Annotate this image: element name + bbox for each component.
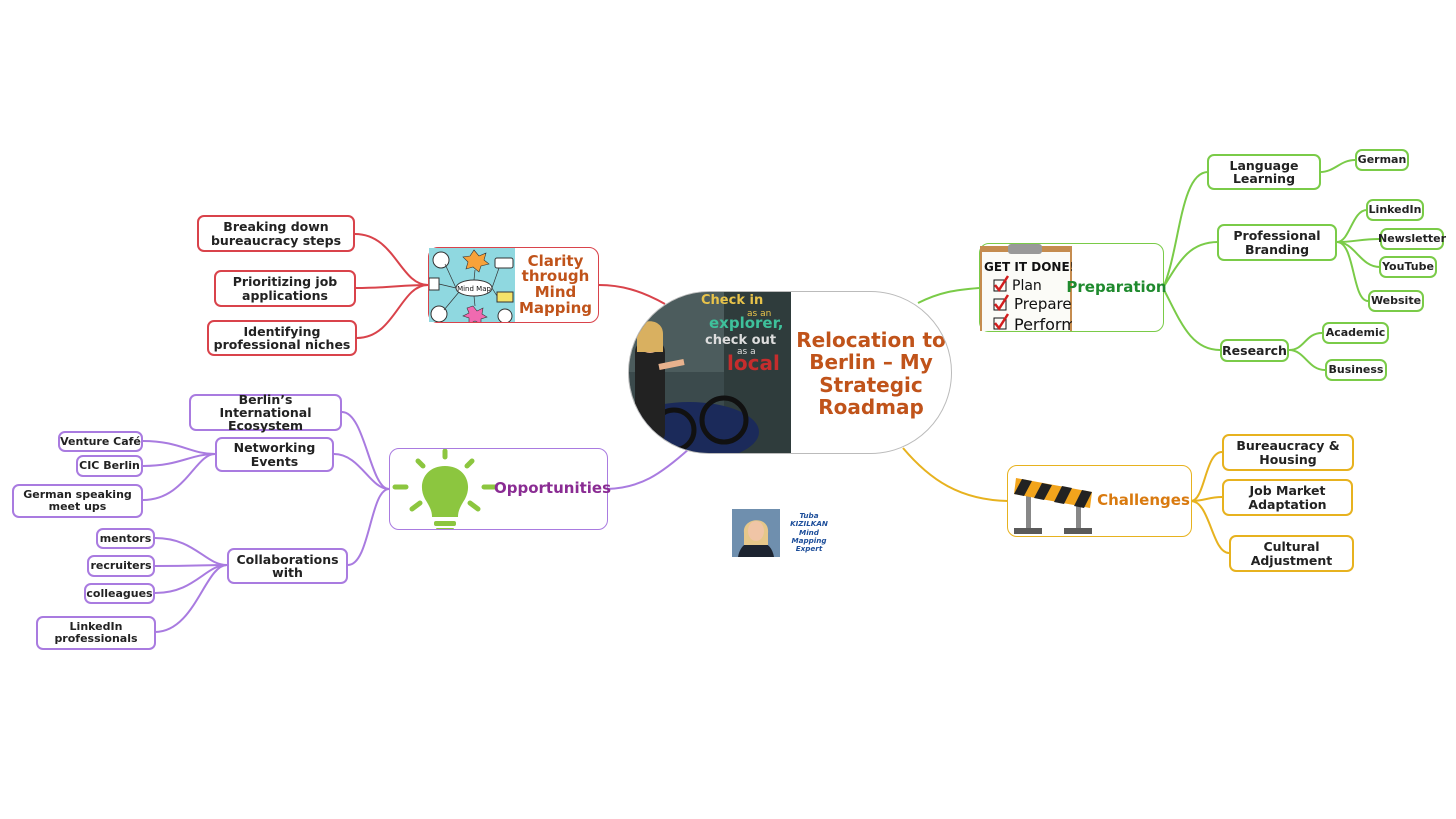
clarity-item[interactable]: Prioritizing job applications xyxy=(214,270,356,307)
recruiters-node[interactable]: recruiters xyxy=(87,555,155,577)
professional-branding-node[interactable]: Professional Branding xyxy=(1217,224,1337,261)
checklist-item: Prepare xyxy=(1014,295,1072,313)
business-node[interactable]: Business xyxy=(1325,359,1387,381)
research-node[interactable]: Research xyxy=(1220,339,1289,362)
photo-text-1: Check in xyxy=(701,293,763,308)
venture-cafe-node[interactable]: Venture Café xyxy=(58,431,143,452)
branch-preparation[interactable]: GET IT DONE! Plan Prepare Perform Prepar… xyxy=(979,243,1167,332)
checklist-header: GET IT DONE! xyxy=(984,260,1072,274)
newsletter-node[interactable]: Newsletter xyxy=(1378,228,1446,250)
barrier-icon xyxy=(1008,466,1098,536)
challenge-item[interactable]: Bureaucracy & Housing xyxy=(1222,434,1354,471)
colleagues-node[interactable]: colleagues xyxy=(84,583,155,604)
website-node[interactable]: Website xyxy=(1368,290,1424,312)
challenge-item[interactable]: Cultural Adjustment xyxy=(1229,535,1354,572)
author-caption: Tuba KIZILKAN Mind Mapping Expert xyxy=(790,511,828,554)
photo-text-6: local xyxy=(727,351,780,375)
branch-challenges-label: Challenges xyxy=(1097,491,1190,510)
central-photo: Check in as an explorer, check out as a … xyxy=(629,292,791,453)
avatar xyxy=(732,509,780,557)
collaborations-node[interactable]: Collaborations with xyxy=(227,548,348,584)
linkedin-node[interactable]: LinkedIn xyxy=(1366,199,1424,221)
branch-clarity[interactable]: Mind Map Clarity through Mind Mapping xyxy=(428,247,599,323)
language-learning-node[interactable]: Language Learning xyxy=(1207,154,1321,190)
german-node[interactable]: German xyxy=(1355,149,1409,171)
photo-text-4: check out xyxy=(705,333,776,348)
lightbulb-icon xyxy=(390,449,500,529)
branch-preparation-label: Preparation xyxy=(1066,277,1167,296)
clarity-item[interactable]: Breaking down bureaucracy steps xyxy=(197,215,355,252)
branch-clarity-label: Clarity through Mind Mapping xyxy=(518,251,593,317)
checklist-image: GET IT DONE! Plan Prepare Perform xyxy=(980,244,1072,331)
ecosystem-node[interactable]: Berlin’s International Ecosystem xyxy=(189,393,342,432)
meetups-node[interactable]: German speaking meet ups xyxy=(12,484,143,518)
youtube-node[interactable]: YouTube xyxy=(1379,256,1437,278)
mind-map-image-label: Mind Map xyxy=(457,285,491,293)
branch-opportunities[interactable]: Opportunities xyxy=(389,448,612,530)
clarity-item[interactable]: Identifying professional niches xyxy=(207,320,357,356)
checklist-item: Plan xyxy=(1012,278,1042,294)
academic-node[interactable]: Academic xyxy=(1322,322,1389,344)
photo-text-3: explorer, xyxy=(709,314,784,332)
branch-opportunities-label: Opportunities xyxy=(494,479,612,498)
mind-map-image: Mind Map xyxy=(429,248,515,322)
cic-berlin-node[interactable]: CIC Berlin xyxy=(76,455,143,477)
linkedin-professionals-node[interactable]: LinkedIn professionals xyxy=(36,616,156,650)
photo-text-5: as a xyxy=(737,347,756,357)
author-badge: Tuba KIZILKAN Mind Mapping Expert xyxy=(732,509,832,557)
central-title: Relocation to Berlin – My Strategic Road… xyxy=(796,327,946,419)
central-topic[interactable]: Check in as an explorer, check out as a … xyxy=(628,291,952,454)
mentors-node[interactable]: mentors xyxy=(96,528,155,549)
photo-text-2: as an xyxy=(747,309,771,319)
branch-challenges[interactable]: Challenges xyxy=(1007,465,1192,537)
challenge-item[interactable]: Job Market Adaptation xyxy=(1222,479,1353,516)
networking-events-node[interactable]: Networking Events xyxy=(215,437,334,472)
checklist-item: Perform xyxy=(1014,315,1072,331)
